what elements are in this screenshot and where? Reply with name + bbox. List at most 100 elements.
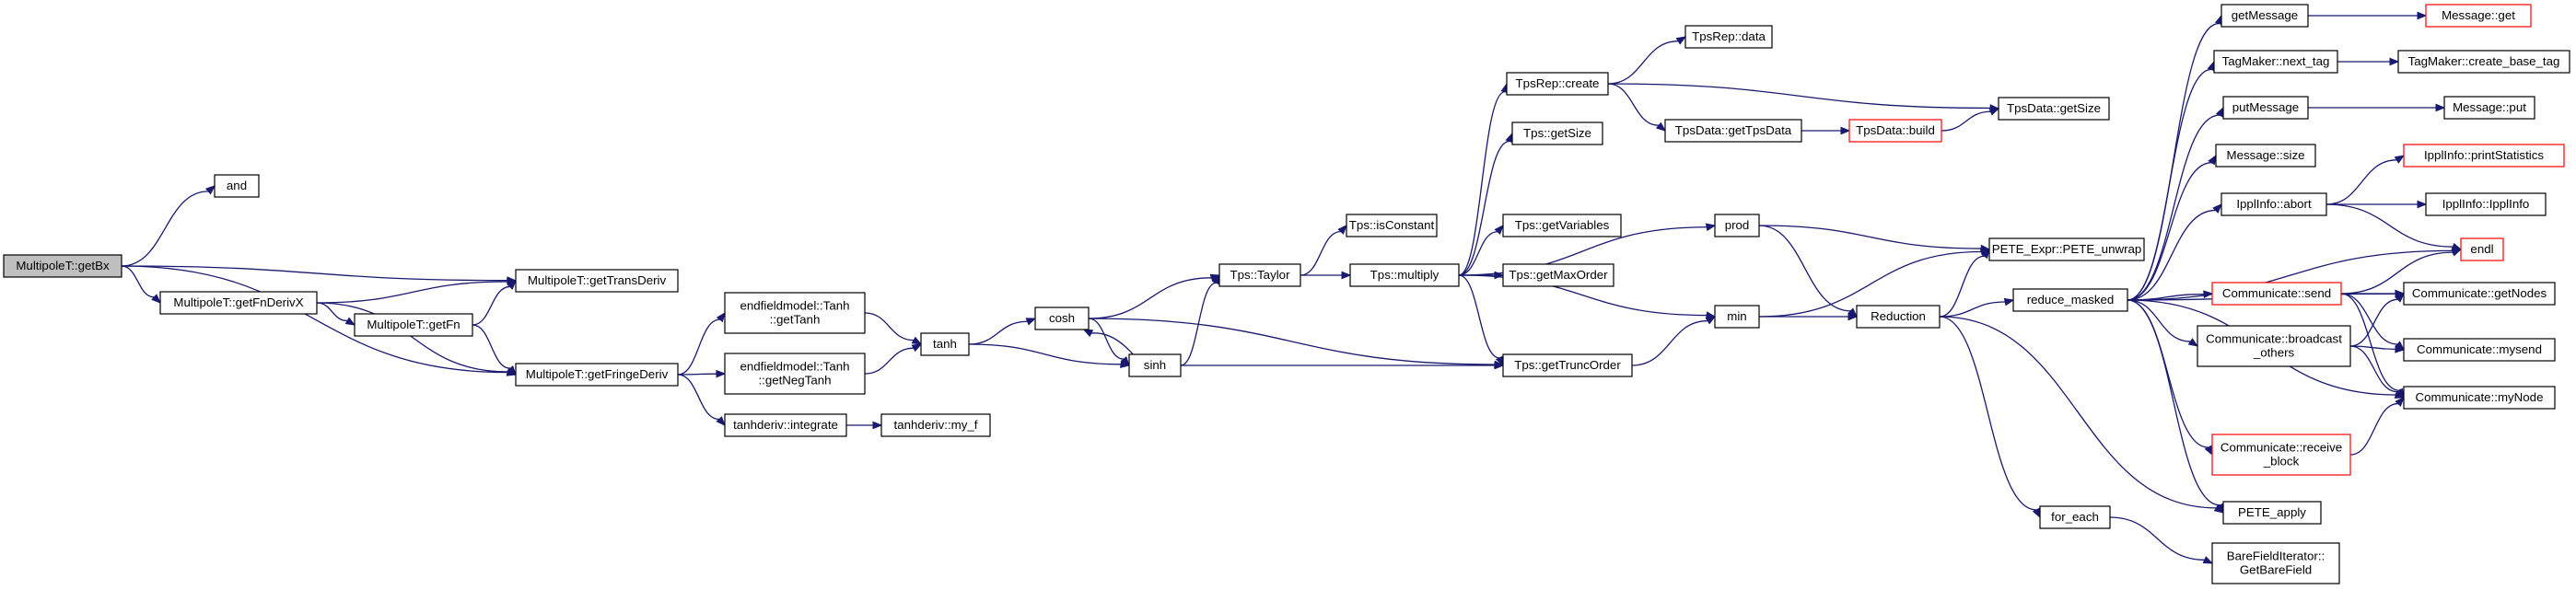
function-node-tpsdataGetSize[interactable]: TpsData::getSize	[1998, 97, 2110, 121]
function-node-sinh[interactable]: sinh	[1128, 353, 1182, 377]
function-node-cosh[interactable]: cosh	[1034, 307, 1090, 330]
call-edge-reduceMasked-to-messageSize	[2127, 154, 2217, 301]
function-node-ipplInfo[interactable]: IpplInfo::IpplInfo	[2425, 192, 2547, 216]
call-edge-integrate-to-my_f	[846, 421, 883, 430]
function-node-peteUnwrap[interactable]: PETE_Expr::PETE_unwrap	[1988, 237, 2145, 261]
call-edge-getFringeDeriv-to-efTanh	[677, 311, 726, 376]
node-label: tanhderiv::my_f	[894, 418, 978, 432]
call-edges	[121, 11, 2463, 564]
node-label: GetBareField	[2240, 563, 2312, 577]
function-node-getFringeDeriv[interactable]: MultipoleT::getFringeDeriv	[515, 363, 679, 387]
node-box	[2425, 192, 2547, 216]
function-node-getVariables[interactable]: Tps::getVariables	[1502, 214, 1622, 237]
function-node-broadcast[interactable]: Communicate::broadcast_others	[2197, 325, 2351, 367]
function-node-getTruncOrder[interactable]: Tps::getTruncOrder	[1502, 353, 1633, 377]
call-edge-tpsrepCreate-to-tpsrepData	[1607, 36, 1687, 85]
node-box	[2215, 144, 2316, 168]
function-node-prod[interactable]: prod	[1714, 214, 1760, 237]
function-node-mysend[interactable]: Communicate::mysend	[2403, 338, 2556, 362]
function-node-getMaxOrder[interactable]: Tps::getMaxOrder	[1502, 263, 1614, 287]
call-edge-getFn-to-getFringeDeriv	[472, 324, 517, 376]
node-label: cosh	[1049, 311, 1075, 325]
function-node-bareField[interactable]: BareFieldIterator::GetBareField	[2211, 542, 2340, 584]
call-edge-reduceMasked-to-putMessage	[2127, 106, 2224, 301]
function-node-createBaseTag[interactable]: TagMaker::create_base_tag	[2397, 50, 2570, 74]
call-edge-getFn-to-getTransDeriv	[472, 280, 517, 326]
node-label: IpplInfo::IpplInfo	[2442, 197, 2530, 211]
function-node-min[interactable]: min	[1714, 305, 1760, 329]
function-node-putMessage[interactable]: putMessage	[2222, 96, 2309, 120]
call-edge-receiveBlock-to-myNode	[2349, 397, 2405, 456]
function-node-getTpsData[interactable]: TpsData::getTpsData	[1664, 119, 1802, 143]
call-edge-prod-to-reduction	[1758, 225, 1858, 318]
function-node-myNode[interactable]: Communicate::myNode	[2403, 386, 2556, 410]
node-label: endfieldmodel::Tanh	[740, 299, 849, 313]
function-node-tpsdataBuild[interactable]: TpsData::build	[1848, 119, 1942, 143]
node-box	[2443, 96, 2535, 120]
call-edge-forEach-to-bareField	[2109, 516, 2214, 564]
function-node-tpsrepCreate[interactable]: TpsRep::create	[1506, 72, 1609, 96]
node-label: sinh	[1144, 358, 1166, 372]
function-node-reduceMasked[interactable]: reduce_masked	[2012, 288, 2128, 312]
function-node-efTanh[interactable]: endfieldmodel::Tanh::getTanh	[724, 292, 866, 334]
function-node-getSize[interactable]: Tps::getSize	[1511, 121, 1603, 145]
function-node-getFn[interactable]: MultipoleT::getFn	[354, 313, 473, 337]
function-node-send[interactable]: Communicate::send	[2211, 282, 2342, 306]
node-label: Message::get	[2442, 8, 2515, 22]
node-label: TpsData::getTpsData	[1675, 123, 1792, 137]
function-node-isConstant[interactable]: Tps::isConstant	[1346, 214, 1438, 237]
call-edge-getFnDerivX-to-getTransDeriv	[316, 277, 518, 304]
call-edge-tpsdataBuild-to-tpsdataGetSize	[1941, 108, 2000, 132]
function-node-tanh[interactable]: tanh	[920, 332, 970, 356]
call-edge-reduceMasked-to-abort	[2127, 203, 2222, 301]
function-node-printStatistics[interactable]: IpplInfo::printStatistics	[2403, 144, 2565, 168]
function-node-and[interactable]: and	[214, 174, 260, 198]
node-label: MultipoleT::getBx	[16, 259, 110, 272]
node-label: Communicate::broadcast	[2206, 332, 2342, 346]
function-node-tpsrepData[interactable]: TpsRep::data	[1684, 25, 1773, 49]
function-node-multiply[interactable]: Tps::multiply	[1349, 263, 1460, 287]
node-label: TpsRep::create	[1516, 76, 1600, 90]
node-box	[1848, 119, 1942, 143]
node-box	[880, 413, 991, 437]
function-node-getMessage[interactable]: getMessage	[2220, 4, 2309, 28]
call-edge-sinh-to-taylor	[1180, 273, 1220, 366]
function-node-efNegTanh[interactable]: endfieldmodel::Tanh::getNegTanh	[724, 353, 866, 395]
node-label: MultipoleT::getFnDerivX	[173, 295, 303, 309]
node-box	[2222, 501, 2322, 525]
node-box	[724, 353, 866, 395]
function-node-messageSize[interactable]: Message::size	[2215, 144, 2316, 168]
function-node-nextTag[interactable]: TagMaker::next_tag	[2213, 50, 2338, 74]
function-node-messageGet[interactable]: Message::get	[2425, 4, 2532, 28]
function-node-peteApply[interactable]: PETE_apply	[2222, 501, 2322, 525]
function-node-my_f[interactable]: tanhderiv::my_f	[880, 413, 991, 437]
function-node-messagePut[interactable]: Message::put	[2443, 96, 2535, 120]
function-node-getNodes[interactable]: Communicate::getNodes	[2403, 282, 2556, 306]
node-box	[1511, 121, 1603, 145]
function-node-receiveBlock[interactable]: Communicate::receive_block	[2211, 434, 2351, 476]
node-label: TagMaker::create_base_tag	[2408, 54, 2560, 68]
function-node-forEach[interactable]: for_each	[2039, 505, 2111, 529]
function-node-getBx[interactable]: MultipoleT::getBx	[3, 254, 122, 278]
node-label: TagMaker::next_tag	[2222, 54, 2330, 68]
call-edge-getBx-to-getFnDerivX	[121, 265, 161, 304]
node-box	[2039, 505, 2111, 529]
call-edge-reduceMasked-to-broadcast	[2127, 299, 2199, 347]
node-label: Communicate::mysend	[2417, 342, 2542, 356]
call-edge-abort-to-printStatistics	[2325, 155, 2406, 205]
node-box	[2197, 325, 2351, 367]
function-node-endl[interactable]: endl	[2460, 237, 2504, 261]
node-label: MultipoleT::getTransDeriv	[528, 273, 667, 287]
function-node-integrate[interactable]: tanhderiv::integrate	[724, 413, 847, 437]
function-node-getFnDerivX[interactable]: MultipoleT::getFnDerivX	[159, 291, 318, 315]
call-edge-sinh-to-getTruncOrder	[1181, 361, 1505, 370]
node-label: ::getNegTanh	[758, 374, 831, 388]
function-node-taylor[interactable]: Tps::Taylor	[1218, 263, 1301, 287]
function-node-abort[interactable]: IpplInfo::abort	[2220, 192, 2327, 216]
call-edge-taylor-to-isConstant	[1300, 225, 1347, 276]
call-edge-send-to-endl	[2340, 249, 2463, 295]
node-box	[515, 363, 679, 387]
function-node-getTransDeriv[interactable]: MultipoleT::getTransDeriv	[515, 269, 679, 293]
call-edge-putMessage-to-messagePut	[2308, 103, 2446, 112]
function-node-reduction[interactable]: Reduction	[1856, 305, 1941, 329]
